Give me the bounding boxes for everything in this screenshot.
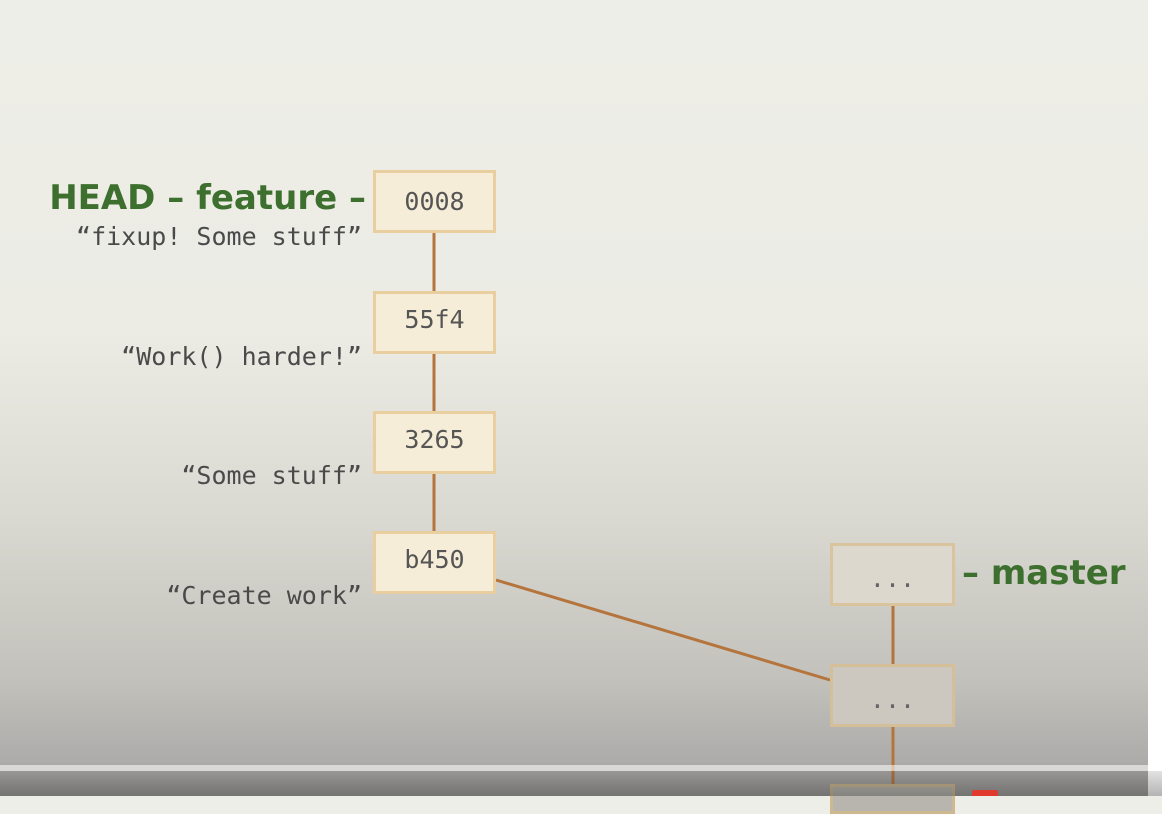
commit-message-0008: “fixup! Some stuff”: [76, 222, 362, 251]
commit-message-3265: “Some stuff”: [181, 461, 362, 490]
master-commit-node: ...: [830, 543, 955, 606]
youtube-logo-icon[interactable]: [972, 790, 998, 796]
video-controls-bar: [0, 771, 1162, 796]
master-parent-commit-node: ...: [830, 664, 955, 727]
commit-node-55f4: 55f4: [373, 291, 496, 354]
commit-node-3265: 3265: [373, 411, 496, 474]
commit-node-b450: b450: [373, 531, 496, 594]
commit-node-0008: 0008: [373, 170, 496, 233]
video-progress-bar[interactable]: [0, 765, 1162, 771]
commit-message-b450: “Create work”: [166, 581, 362, 610]
commit-message-55f4: “Work() harder!”: [121, 342, 362, 371]
head-feature-ref-label: HEAD – feature –: [49, 178, 366, 218]
edge-b450-master-parent: [495, 578, 831, 682]
master-ref-label: – master: [962, 553, 1126, 593]
commit-graph-edges: [432, 233, 895, 784]
right-edge-strip: [1148, 0, 1162, 796]
